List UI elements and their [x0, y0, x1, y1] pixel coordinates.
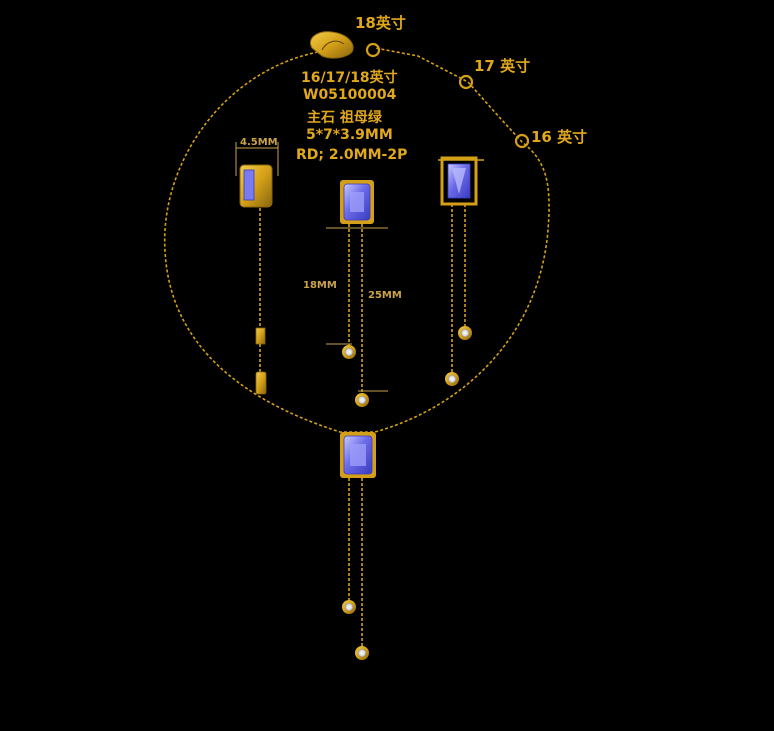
length-label-16: 16 英寸	[531, 128, 588, 146]
side-view	[235, 142, 279, 395]
lobster-clasp-icon	[310, 31, 354, 59]
jump-ring-16	[514, 133, 530, 149]
spec-lengths: 16/17/18英寸	[301, 70, 398, 86]
dim-width: 4.5MM	[240, 137, 278, 148]
dim-drop-long: 25MM	[368, 290, 402, 301]
back-view	[438, 156, 484, 386]
assembled-pendant	[340, 432, 376, 660]
spec-code: W05100004	[303, 87, 397, 103]
necklace-chain	[164, 47, 550, 433]
spec-main-stone: 主石 祖母绿	[307, 110, 382, 126]
jump-ring-17	[458, 74, 474, 90]
length-label-18: 18英寸	[355, 14, 406, 32]
jump-ring-18	[365, 42, 381, 58]
spec-side-stones: RD; 2.0MM-2P	[296, 147, 408, 163]
spec-stone-size: 5*7*3.9MM	[306, 127, 393, 143]
front-view	[326, 180, 388, 407]
dim-drop-short: 18MM	[303, 280, 337, 291]
length-label-17: 17 英寸	[474, 57, 531, 75]
